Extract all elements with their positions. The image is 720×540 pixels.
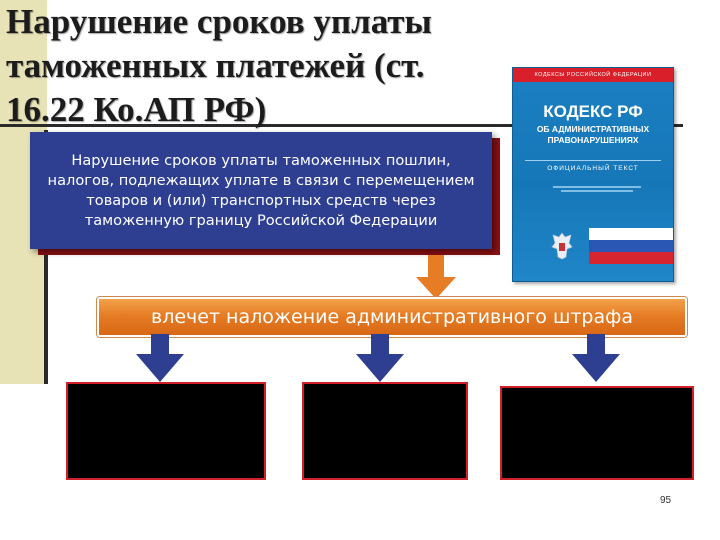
blue-down-arrow-icon — [356, 334, 404, 382]
slide-title: Нарушение сроков уплаты таможенных плате… — [6, 2, 432, 129]
title-underline-rule — [0, 124, 683, 127]
book-top-band: КОДЕКСЫ РОССИЙСКОЙ ФЕДЕРАЦИИ — [513, 68, 673, 82]
book-title: КОДЕКС РФ — [543, 102, 643, 121]
blue-down-arrow-icon — [572, 334, 620, 382]
book-official-text: ОФИЦИАЛЬНЫЙ ТЕКСТ — [547, 165, 639, 172]
violation-description-text: Нарушение сроков уплаты таможенных пошли… — [47, 151, 475, 229]
blue-down-arrow-icon — [136, 334, 184, 382]
book-fine-print — [547, 184, 647, 194]
page-number: 95 — [660, 495, 672, 506]
penalty-option-box-3 — [500, 386, 694, 480]
penalty-consequence-bar: влечет наложение административного штраф… — [97, 297, 687, 337]
book-subtitle-line-1: ОБ АДМИНИСТРАТИВНЫХ — [536, 124, 650, 134]
penalty-consequence-text: влечет наложение административного штраф… — [151, 306, 633, 328]
book-subtitle-line-2: ПРАВОНАРУШЕНИЯХ — [547, 135, 639, 145]
book-subtitle: ОБ АДМИНИСТРАТИВНЫХ ПРАВОНАРУШЕНИЯХ — [513, 124, 673, 146]
coat-of-arms-icon — [551, 232, 573, 260]
penalty-option-box-1 — [66, 382, 266, 480]
book-divider — [525, 160, 661, 161]
violation-description-box: Нарушение сроков уплаты таможенных пошли… — [30, 132, 492, 249]
russian-flag-icon — [589, 228, 673, 264]
penalty-option-box-2 — [302, 382, 468, 480]
orange-down-arrow-icon — [416, 255, 456, 299]
code-book-cover-image: КОДЕКСЫ РОССИЙСКОЙ ФЕДЕРАЦИИ КОДЕКС РФ О… — [512, 67, 674, 282]
left-vertical-rule — [44, 130, 48, 384]
